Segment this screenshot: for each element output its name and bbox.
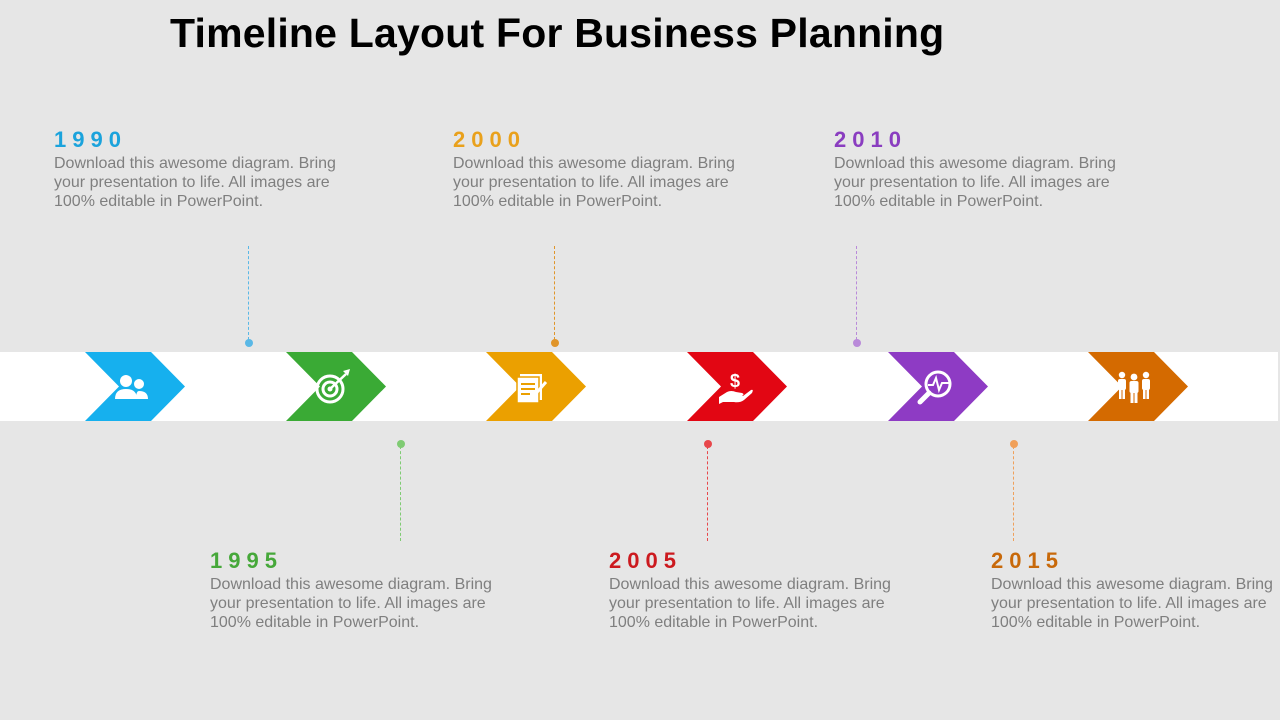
- connector-dot-2000: [551, 339, 559, 347]
- magnifier-chart-icon: [917, 370, 952, 405]
- page-title: Timeline Layout For Business Planning: [170, 10, 945, 56]
- hand-dollar-icon: $: [719, 371, 753, 404]
- timeline-arrow-2000: [486, 352, 586, 421]
- timeline-band: [0, 352, 1278, 421]
- event-year: 2005: [609, 548, 682, 573]
- users-icon: [115, 375, 148, 399]
- timeline-event-1995: 1995 Download this awesome diagram. Brin…: [210, 548, 510, 632]
- connector-line-2015: [1013, 446, 1014, 541]
- team-icon: [1118, 371, 1150, 403]
- connector-line-2000: [554, 246, 555, 340]
- connector-dot-1995: [397, 440, 405, 448]
- document-icon: [516, 374, 548, 404]
- connector-line-1995: [400, 446, 401, 541]
- connector-line-1990: [248, 246, 249, 340]
- event-description: Download this awesome diagram. Bring you…: [991, 576, 1273, 631]
- timeline-event-2010: 2010 Download this awesome diagram. Brin…: [834, 127, 1134, 211]
- event-description: Download this awesome diagram. Bring you…: [54, 155, 336, 210]
- event-description: Download this awesome diagram. Bring you…: [453, 155, 735, 210]
- connector-dot-2005: [704, 440, 712, 448]
- event-year: 2015: [991, 548, 1064, 573]
- event-description: Download this awesome diagram. Bring you…: [210, 576, 492, 631]
- event-description: Download this awesome diagram. Bring you…: [834, 155, 1116, 210]
- event-description: Download this awesome diagram. Bring you…: [609, 576, 891, 631]
- connector-line-2010: [856, 246, 857, 340]
- timeline-arrow-2005: $: [687, 352, 787, 421]
- event-year: 2010: [834, 127, 907, 152]
- timeline-arrow-1990: [85, 352, 185, 421]
- connector-dot-2015: [1010, 440, 1018, 448]
- timeline-event-2005: 2005 Download this awesome diagram. Brin…: [609, 548, 909, 632]
- target-icon: [315, 369, 350, 404]
- connector-line-2005: [707, 446, 708, 541]
- timeline-event-2015: 2015 Download this awesome diagram. Brin…: [991, 548, 1277, 632]
- timeline-arrow-2010: [888, 352, 988, 421]
- event-year: 2000: [453, 127, 526, 152]
- connector-dot-1990: [245, 339, 253, 347]
- svg-text:$: $: [730, 371, 740, 391]
- timeline-arrow-1995: [286, 352, 386, 421]
- event-year: 1990: [54, 127, 127, 152]
- timeline-event-2000: 2000 Download this awesome diagram. Brin…: [453, 127, 753, 211]
- timeline-arrow-2015: [1088, 352, 1188, 421]
- event-year: 1995: [210, 548, 283, 573]
- connector-dot-2010: [853, 339, 861, 347]
- timeline-event-1990: 1990 Download this awesome diagram. Brin…: [54, 127, 354, 211]
